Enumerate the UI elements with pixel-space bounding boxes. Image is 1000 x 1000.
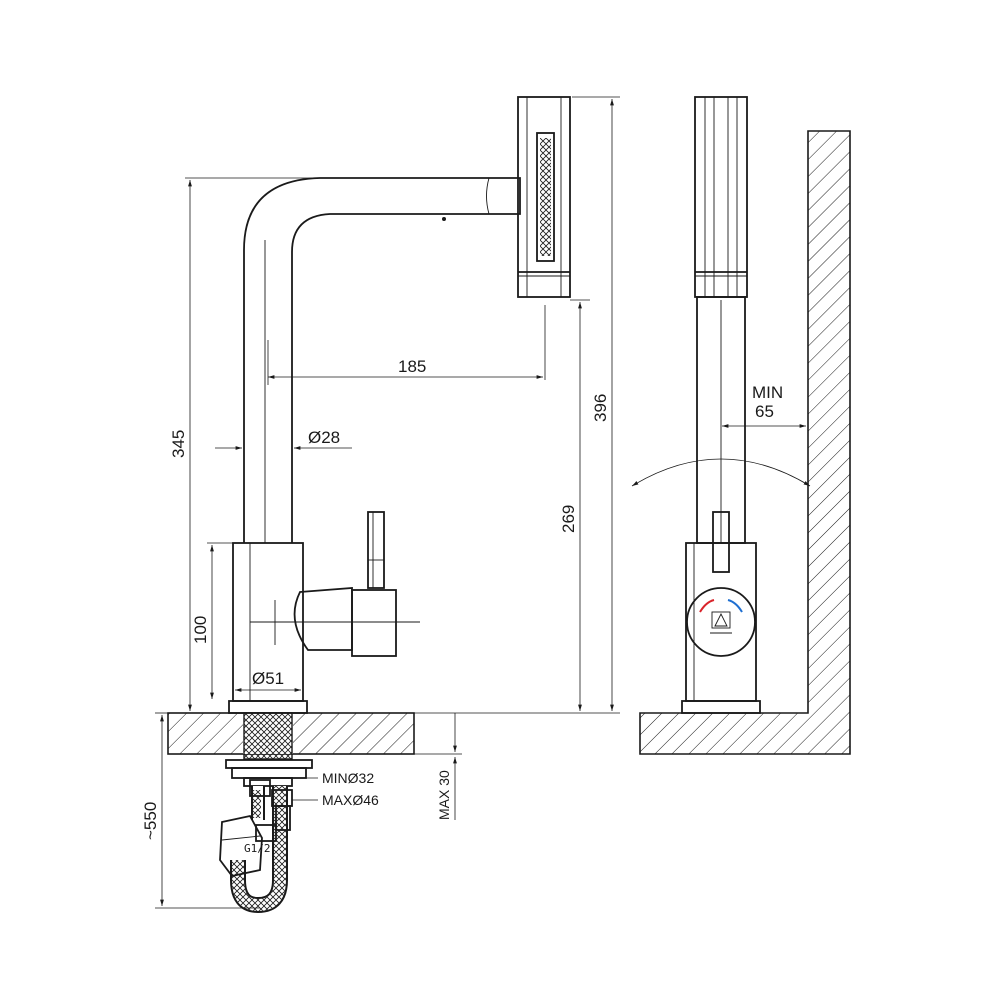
svg-text:396: 396 <box>591 394 610 422</box>
thread-label: G1/2 <box>244 842 271 855</box>
hot-indicator-icon <box>699 599 715 613</box>
svg-text:MIN: MIN <box>752 383 783 402</box>
spout-tube <box>243 177 493 543</box>
dim-hole: MINØ32 MAXØ46 <box>292 770 379 808</box>
svg-text:MINØ32: MINØ32 <box>322 770 374 786</box>
svg-text:Ø51: Ø51 <box>252 669 284 688</box>
spray-head-front <box>694 96 748 298</box>
mounting-shank <box>225 712 313 787</box>
supply-hoses <box>219 779 293 914</box>
svg-text:185: 185 <box>398 357 426 376</box>
dim-min65: MIN 65 <box>722 383 806 428</box>
dim-100: 100 <box>191 542 236 699</box>
lever-handle <box>293 511 397 657</box>
dim-d28: Ø28 <box>215 428 352 450</box>
cold-indicator-icon <box>727 599 743 613</box>
svg-text:~550: ~550 <box>141 802 160 840</box>
brand-logo-icon <box>710 611 732 634</box>
dim-max30: MAX 30 <box>414 713 462 820</box>
svg-text:MAXØ46: MAXØ46 <box>322 792 379 808</box>
swivel-arc <box>631 458 811 487</box>
wall-countertop <box>639 130 851 755</box>
side-view: G1/2 185 Ø28 345 100 <box>141 96 620 914</box>
dim-185: 185 <box>267 305 546 385</box>
front-view: MIN 65 <box>631 96 851 755</box>
dim-396: 396 <box>414 96 620 714</box>
spray-head <box>517 96 571 298</box>
svg-text:Ø28: Ø28 <box>308 428 340 447</box>
svg-text:269: 269 <box>559 505 578 533</box>
lever-front <box>712 511 730 573</box>
dim-345: 345 <box>169 177 320 714</box>
svg-text:345: 345 <box>169 430 188 458</box>
handle-cap <box>686 587 756 657</box>
svg-text:65: 65 <box>755 402 774 421</box>
dim-269: 269 <box>559 299 590 711</box>
dim-d51: Ø51 <box>235 669 301 692</box>
faucet-base-ring <box>228 700 308 714</box>
dim-550: ~550 <box>141 712 260 909</box>
svg-text:MAX 30: MAX 30 <box>436 770 452 820</box>
svg-text:100: 100 <box>191 616 210 644</box>
body-front <box>685 542 757 702</box>
